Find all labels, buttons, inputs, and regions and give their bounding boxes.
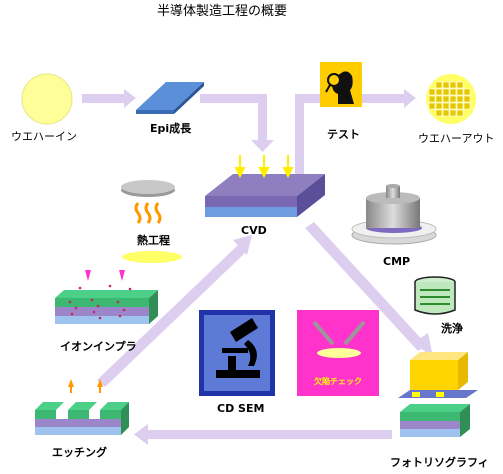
arrow-photo-etch <box>148 430 392 439</box>
label-heat: 熱工程 <box>137 234 170 247</box>
arrow-waferin-epi <box>82 94 124 103</box>
arrow-waferin-epi-head <box>124 89 136 108</box>
arrow-cvd-photo-head <box>413 333 433 357</box>
arrow-photo-etch-head <box>134 424 148 445</box>
label-test: テスト <box>327 128 360 141</box>
sun-wafer-icon <box>21 73 73 125</box>
label-etch: エッチング <box>52 446 107 459</box>
arrow-test-out-head <box>404 89 416 108</box>
label-cvd: CVD <box>241 224 267 237</box>
inspector-icon <box>320 62 362 107</box>
label-wash: 洗浄 <box>441 322 463 335</box>
chip-wafer-icon <box>426 74 476 124</box>
implant-icon <box>55 270 158 324</box>
defect-check-icon: 欠陥チェック <box>297 310 379 396</box>
flow-arrows <box>82 89 433 445</box>
heat-icon <box>121 180 182 263</box>
label-wafer-out: ウエハーアウト <box>418 132 495 145</box>
arrow-etch-cvd-head <box>233 235 252 255</box>
washer-icon <box>414 276 456 315</box>
microscope-icon <box>199 310 275 396</box>
arrow-epi-down-head <box>251 140 274 152</box>
cvd-block-icon <box>205 155 325 217</box>
etch-icon <box>35 379 129 435</box>
label-wafer-in: ウエハーイン <box>11 130 77 143</box>
label-cmp: CMP <box>383 255 411 268</box>
epi-plate-icon <box>136 82 204 114</box>
defect-label: 欠陥チェック <box>314 376 362 386</box>
arrow-etch-cvd <box>97 245 246 387</box>
arrow-epi-down <box>258 94 267 142</box>
label-epi: Epi成長 <box>150 122 192 135</box>
photo-icon <box>398 352 478 437</box>
label-photo: フォトリソグラフィ <box>390 456 489 469</box>
arrow-cvd-up <box>295 94 304 176</box>
label-cdsem: CD SEM <box>217 402 265 415</box>
arrow-test-out <box>362 94 404 103</box>
arrow-to-test <box>295 94 321 103</box>
label-implant: イオンインプラ <box>60 340 137 353</box>
arrow-epi-right <box>200 94 266 103</box>
arrow-cvd-photo <box>305 222 427 351</box>
cmp-pad-icon <box>351 184 437 245</box>
page-title: 半導体製造工程の概要 <box>157 4 288 19</box>
